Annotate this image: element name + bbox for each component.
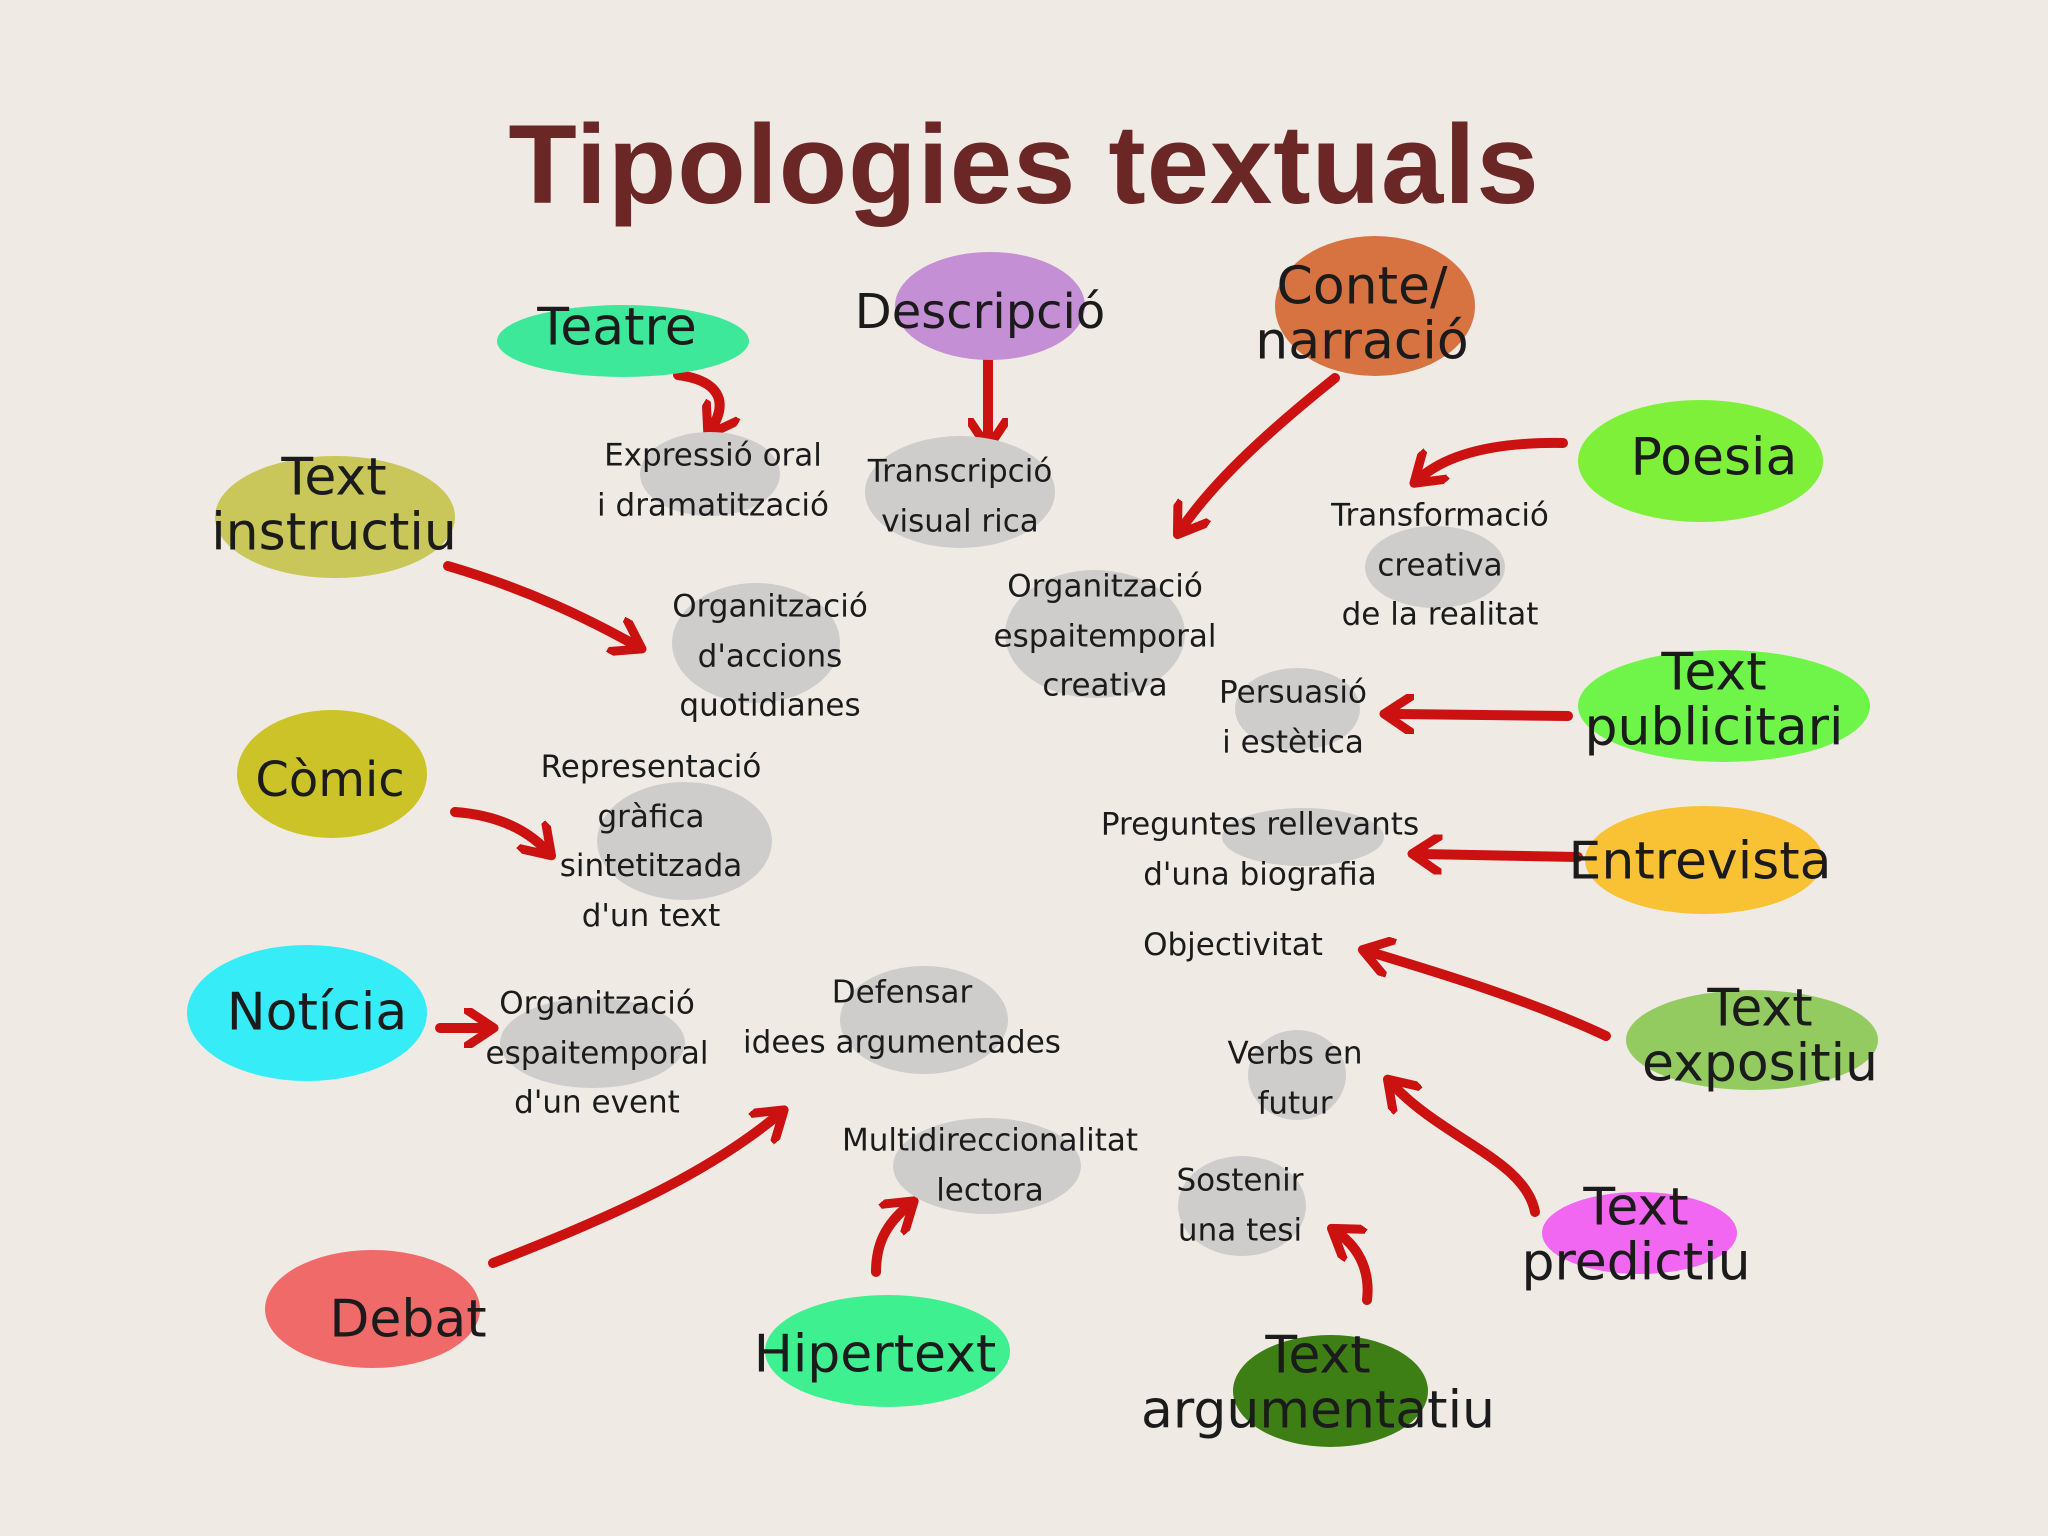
- bubble-hipertext: [893, 1118, 1081, 1214]
- bubble-instructiu: [672, 583, 840, 703]
- bubble-debat: [840, 966, 1008, 1074]
- arrow-debat: [488, 1115, 778, 1268]
- ellipse-conte: [1275, 236, 1475, 376]
- ellipse-descripcio: [895, 252, 1085, 360]
- desc-label-argumentatiu: Sostenir una tesi: [1176, 1162, 1304, 1248]
- type-label-argumentatiu: Text argumentatiu: [1141, 1325, 1495, 1440]
- bubble-conte: [1005, 570, 1185, 698]
- desc-label-descripcio: Transcripció visual rica: [867, 453, 1053, 539]
- arrow-comic: [450, 807, 546, 850]
- arrow-hipertext: [871, 1206, 908, 1277]
- arrow-teatre: [673, 370, 720, 428]
- bubble-argumentatiu: [1178, 1156, 1306, 1256]
- page-title: Tipologies textuals: [508, 102, 1540, 227]
- ellipse-noticia: [187, 945, 427, 1081]
- arrow-argumentatiu: [1338, 1233, 1373, 1305]
- ellipse-expositiu: [1626, 990, 1878, 1090]
- arrow-expositiu: [1370, 952, 1611, 1041]
- desc-label-hipertext: Multidireccionalitat lectora: [841, 1122, 1139, 1208]
- arrow-predictiu: [1393, 1085, 1540, 1217]
- bubble-poesia: [1365, 526, 1505, 608]
- bubble-publicitari: [1235, 668, 1360, 750]
- type-label-predictiu: Text predictiu: [1521, 1177, 1751, 1292]
- type-label-expositiu: Text expositiu: [1641, 978, 1879, 1093]
- desc-label-publicitari: Persuasió i estètica: [1219, 674, 1367, 760]
- ellipse-entrevista: [1585, 806, 1823, 914]
- ellipse-hipertext: [765, 1295, 1010, 1407]
- ellipse-poesia: [1578, 400, 1823, 522]
- bubble-teatre: [640, 432, 780, 516]
- bubble-entrevista: [1222, 808, 1384, 866]
- type-label-descripcio: Descripció: [854, 283, 1106, 340]
- ellipse-comic: [237, 710, 427, 838]
- ellipse-teatre: [497, 305, 749, 377]
- ellipse-predictiu: [1542, 1192, 1737, 1274]
- desc-label-instructiu: Organització d'accions quotidianes: [672, 588, 868, 724]
- arrow-publicitari: [1392, 714, 1573, 716]
- type-label-hipertext: Hipertext: [753, 1324, 997, 1385]
- desc-label-debat: Defensar idees argumentades: [743, 974, 1061, 1060]
- type-label-teatre: Teatre: [537, 297, 697, 358]
- bubble-comic: [597, 782, 772, 900]
- ellipse-debat: [265, 1250, 480, 1368]
- bubble-noticia: [500, 998, 685, 1088]
- desc-label-entrevista: Preguntes rellevants d'una biografia: [1100, 806, 1420, 892]
- type-label-comic: Còmic: [255, 751, 405, 808]
- arrow-conte: [1182, 373, 1340, 528]
- desc-label-comic: Representació gràfica sintetitzada d'un …: [540, 748, 762, 934]
- ellipse-publicitari: [1578, 650, 1870, 762]
- type-label-debat: Debat: [329, 1289, 487, 1350]
- arrow-entrevista: [1420, 854, 1583, 857]
- desc-label-expositiu: Objectivitat: [1143, 927, 1323, 964]
- ellipse-argumentatiu: [1233, 1335, 1428, 1447]
- type-label-publicitari: Text publicitari: [1584, 642, 1844, 757]
- type-label-poesia: Poesia: [1630, 427, 1798, 488]
- desc-label-poesia: Transformació creativa de la realitat: [1331, 497, 1549, 633]
- arrow-instructiu: [443, 561, 635, 645]
- type-label-noticia: Notícia: [226, 982, 408, 1043]
- type-label-conte: Conte/ narració: [1255, 256, 1469, 371]
- bubble-descripcio: [865, 436, 1055, 548]
- desc-label-noticia: Organització espaitemporal d'un event: [485, 985, 709, 1121]
- ellipse-instructiu: [215, 456, 455, 578]
- type-label-instructiu: Text instructiu: [211, 447, 457, 562]
- arrow-poesia: [1420, 437, 1568, 478]
- desc-label-predictiu: Verbs en futur: [1227, 1035, 1363, 1121]
- desc-label-teatre: Expressió oral i dramatització: [597, 437, 829, 523]
- bubble-predictiu: [1248, 1030, 1346, 1120]
- type-label-entrevista: Entrevista: [1568, 831, 1832, 892]
- desc-label-conte: Organització espaitemporal creativa: [993, 568, 1217, 704]
